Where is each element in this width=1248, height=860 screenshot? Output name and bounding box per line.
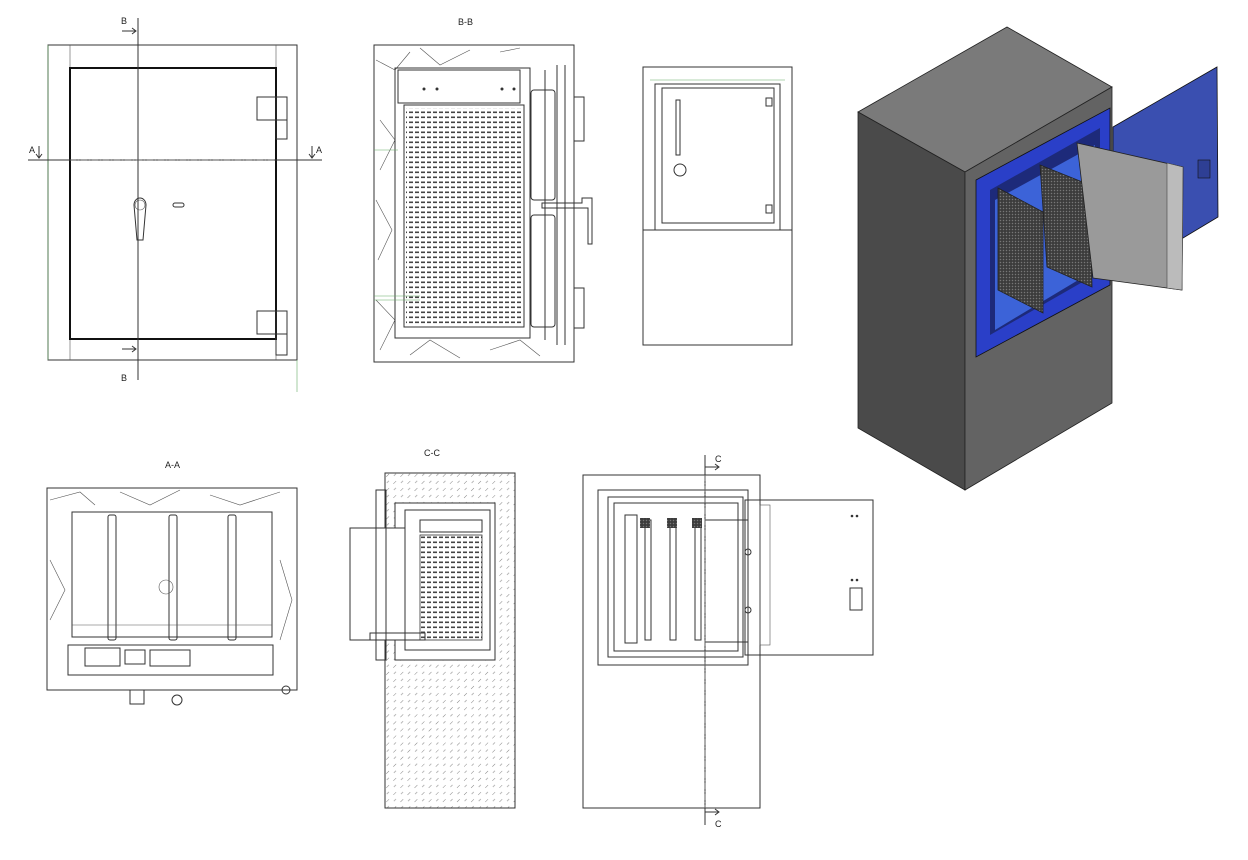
cabinet-left [857,111,966,491]
section-mark-c-bottom: C [715,819,722,829]
hinge-top [256,96,288,121]
view-title-bb: B-B [458,17,473,27]
drawer-grid-2 [1039,164,1093,288]
section-mark-a-right: A [316,145,322,155]
handle-icon [133,197,147,241]
perforated-shelf [406,108,522,324]
outer-door-open [744,499,874,656]
keyhole-icon [172,202,185,208]
section-aa-view: A-A [46,460,298,706]
front-elevation-open-view: C C [582,454,874,829]
open-door-cc [349,527,406,641]
front-elevation-view: B B A A [28,16,322,392]
door-outline [69,67,277,340]
hinge-bottom [256,310,288,335]
inner-door-open [704,519,749,643]
section-mark-c-top: C [715,454,722,464]
section-mark-b-bottom: B [121,373,127,383]
perforated-shelf-cc [419,534,483,641]
view-title-aa: A-A [165,460,180,470]
drawer-grid-1 [997,187,1044,314]
section-mark-a-left: A [29,145,35,155]
side-elevation-view [642,66,793,346]
view-title-cc: C-C [424,448,440,458]
section-mark-b-top: B [121,16,127,26]
section-bb-view: B-B [373,17,593,363]
isometric-3d-view [857,26,1219,491]
section-cc-view: C-C [349,448,516,809]
